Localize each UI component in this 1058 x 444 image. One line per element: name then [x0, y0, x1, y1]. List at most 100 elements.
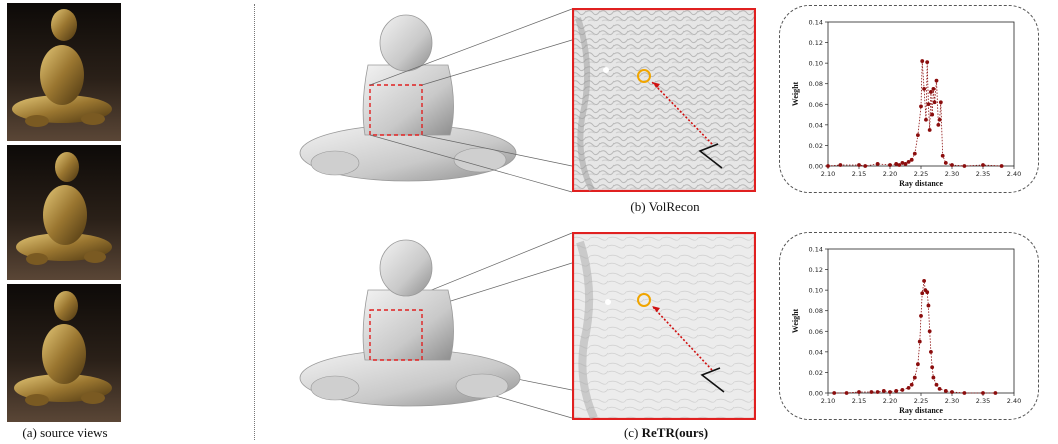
volrecon-data-point [1000, 164, 1004, 168]
volrecon-xtick-label: 2.10 [821, 170, 835, 178]
retr-xtick-label: 2.20 [883, 397, 897, 405]
volrecon-data-point [950, 163, 954, 167]
volrecon-data-point [938, 118, 942, 122]
retr-xtick-label: 2.35 [976, 397, 990, 405]
volrecon-data-point [929, 90, 933, 94]
retr-data-point [907, 386, 911, 390]
volrecon-data-point [863, 164, 867, 168]
retr-data-point [894, 389, 898, 393]
retr-data-point [932, 376, 936, 380]
volrecon-data-point [981, 163, 985, 167]
retr-data-point [876, 390, 880, 394]
retr-xtick-label: 2.40 [1007, 397, 1021, 405]
retr-data-point [901, 388, 905, 392]
volrecon-data-point [839, 163, 843, 167]
retr-data-point [994, 391, 998, 395]
retr-data-point [950, 390, 954, 394]
volrecon-data-point [857, 163, 861, 167]
caption-volrecon: (b) VolRecon [620, 199, 710, 215]
volrecon-data-point [922, 87, 926, 91]
retr-data-point [918, 340, 922, 344]
volrecon-data-point [888, 163, 892, 167]
retr-xtick-label: 2.25 [914, 397, 928, 405]
weight-plot-volrecon: 0.000.020.040.060.080.100.120.142.102.15… [782, 8, 1034, 188]
volrecon-data-point [935, 79, 939, 83]
retr-data-point [920, 291, 924, 295]
volrecon-data-point [930, 113, 934, 117]
retr-data-point [938, 387, 942, 391]
volrecon-data-point [936, 123, 940, 127]
volrecon-xtick-label: 2.20 [883, 170, 897, 178]
volrecon-data-point [927, 102, 931, 106]
retr-data-point [870, 390, 874, 394]
retr-ytick-label: 0.10 [809, 287, 823, 295]
volrecon-data-point [907, 160, 911, 164]
volrecon-zoom-patch [572, 8, 756, 192]
retr-ytick-label: 0.02 [809, 369, 823, 377]
retr-data-point [929, 350, 933, 354]
retr-data-point [922, 279, 926, 283]
retr-data-point [913, 376, 917, 380]
volrecon-data-point [925, 60, 929, 64]
volrecon-ytick-label: 0.10 [809, 60, 823, 68]
retr-xtick-label: 2.10 [821, 397, 835, 405]
retr-data-point [916, 362, 920, 366]
retr-data-point [910, 383, 914, 387]
caption-volrecon-letter: (b) [630, 199, 648, 214]
volrecon-xtick-label: 2.35 [976, 170, 990, 178]
volrecon-xtick-label: 2.15 [852, 170, 866, 178]
volrecon-data-point [963, 164, 967, 168]
retr-data-point [930, 365, 934, 369]
volrecon-data-point [826, 164, 830, 168]
caption-retr-letter: (c) [624, 425, 642, 440]
retr-data-point [857, 390, 861, 394]
retr-data-point [845, 391, 849, 395]
retr-xtick-label: 2.30 [945, 397, 959, 405]
volrecon-data-point [876, 162, 880, 166]
retr-data-point [919, 314, 923, 318]
volrecon-xtick-label: 2.30 [945, 170, 959, 178]
volrecon-series-line [828, 61, 1002, 166]
retr-data-point [888, 390, 892, 394]
retr-mesh-render [290, 232, 590, 422]
retr-ytick-label: 0.06 [809, 328, 823, 336]
volrecon-ylabel: Weight [791, 81, 800, 106]
retr-ytick-label: 0.14 [809, 246, 823, 254]
caption-volrecon-name: VolRecon [649, 199, 700, 214]
retr-ylabel: Weight [791, 308, 800, 333]
retr-data-point [944, 389, 948, 393]
volrecon-data-point [913, 152, 917, 156]
weight-plot-retr: 0.000.020.040.060.080.100.120.142.102.15… [782, 235, 1034, 415]
volrecon-data-point [939, 100, 943, 104]
volrecon-data-point [910, 158, 914, 162]
caption-retr: (c) ReTR(ours) [606, 425, 726, 441]
retr-ytick-label: 0.12 [809, 266, 823, 274]
volrecon-data-point [916, 133, 920, 137]
retr-data-point [927, 304, 931, 308]
volrecon-ytick-label: 0.08 [809, 80, 823, 88]
volrecon-ytick-label: 0.14 [809, 19, 823, 27]
volrecon-data-point [944, 161, 948, 165]
volrecon-xtick-label: 2.40 [1007, 170, 1021, 178]
retr-data-point [832, 391, 836, 395]
volrecon-data-point [919, 104, 923, 108]
volrecon-ytick-label: 0.06 [809, 101, 823, 109]
volrecon-data-point [941, 154, 945, 158]
retr-ytick-label: 0.08 [809, 307, 823, 315]
retr-data-point [882, 389, 886, 393]
caption-retr-name: ReTR(ours) [642, 425, 708, 440]
volrecon-data-point [924, 118, 928, 122]
retr-data-point [935, 383, 939, 387]
retr-data-point [981, 391, 985, 395]
retr-xlabel: Ray distance [899, 406, 943, 415]
volrecon-ytick-label: 0.12 [809, 39, 823, 47]
volrecon-data-point [933, 100, 937, 104]
retr-ytick-label: 0.04 [809, 348, 823, 356]
volrecon-data-point [897, 163, 901, 167]
volrecon-xtick-label: 2.25 [914, 170, 928, 178]
volrecon-ytick-label: 0.04 [809, 121, 823, 129]
retr-data-point [963, 391, 967, 395]
volrecon-xlabel: Ray distance [899, 179, 943, 188]
volrecon-ytick-label: 0.02 [809, 142, 823, 150]
retr-xtick-label: 2.15 [852, 397, 866, 405]
